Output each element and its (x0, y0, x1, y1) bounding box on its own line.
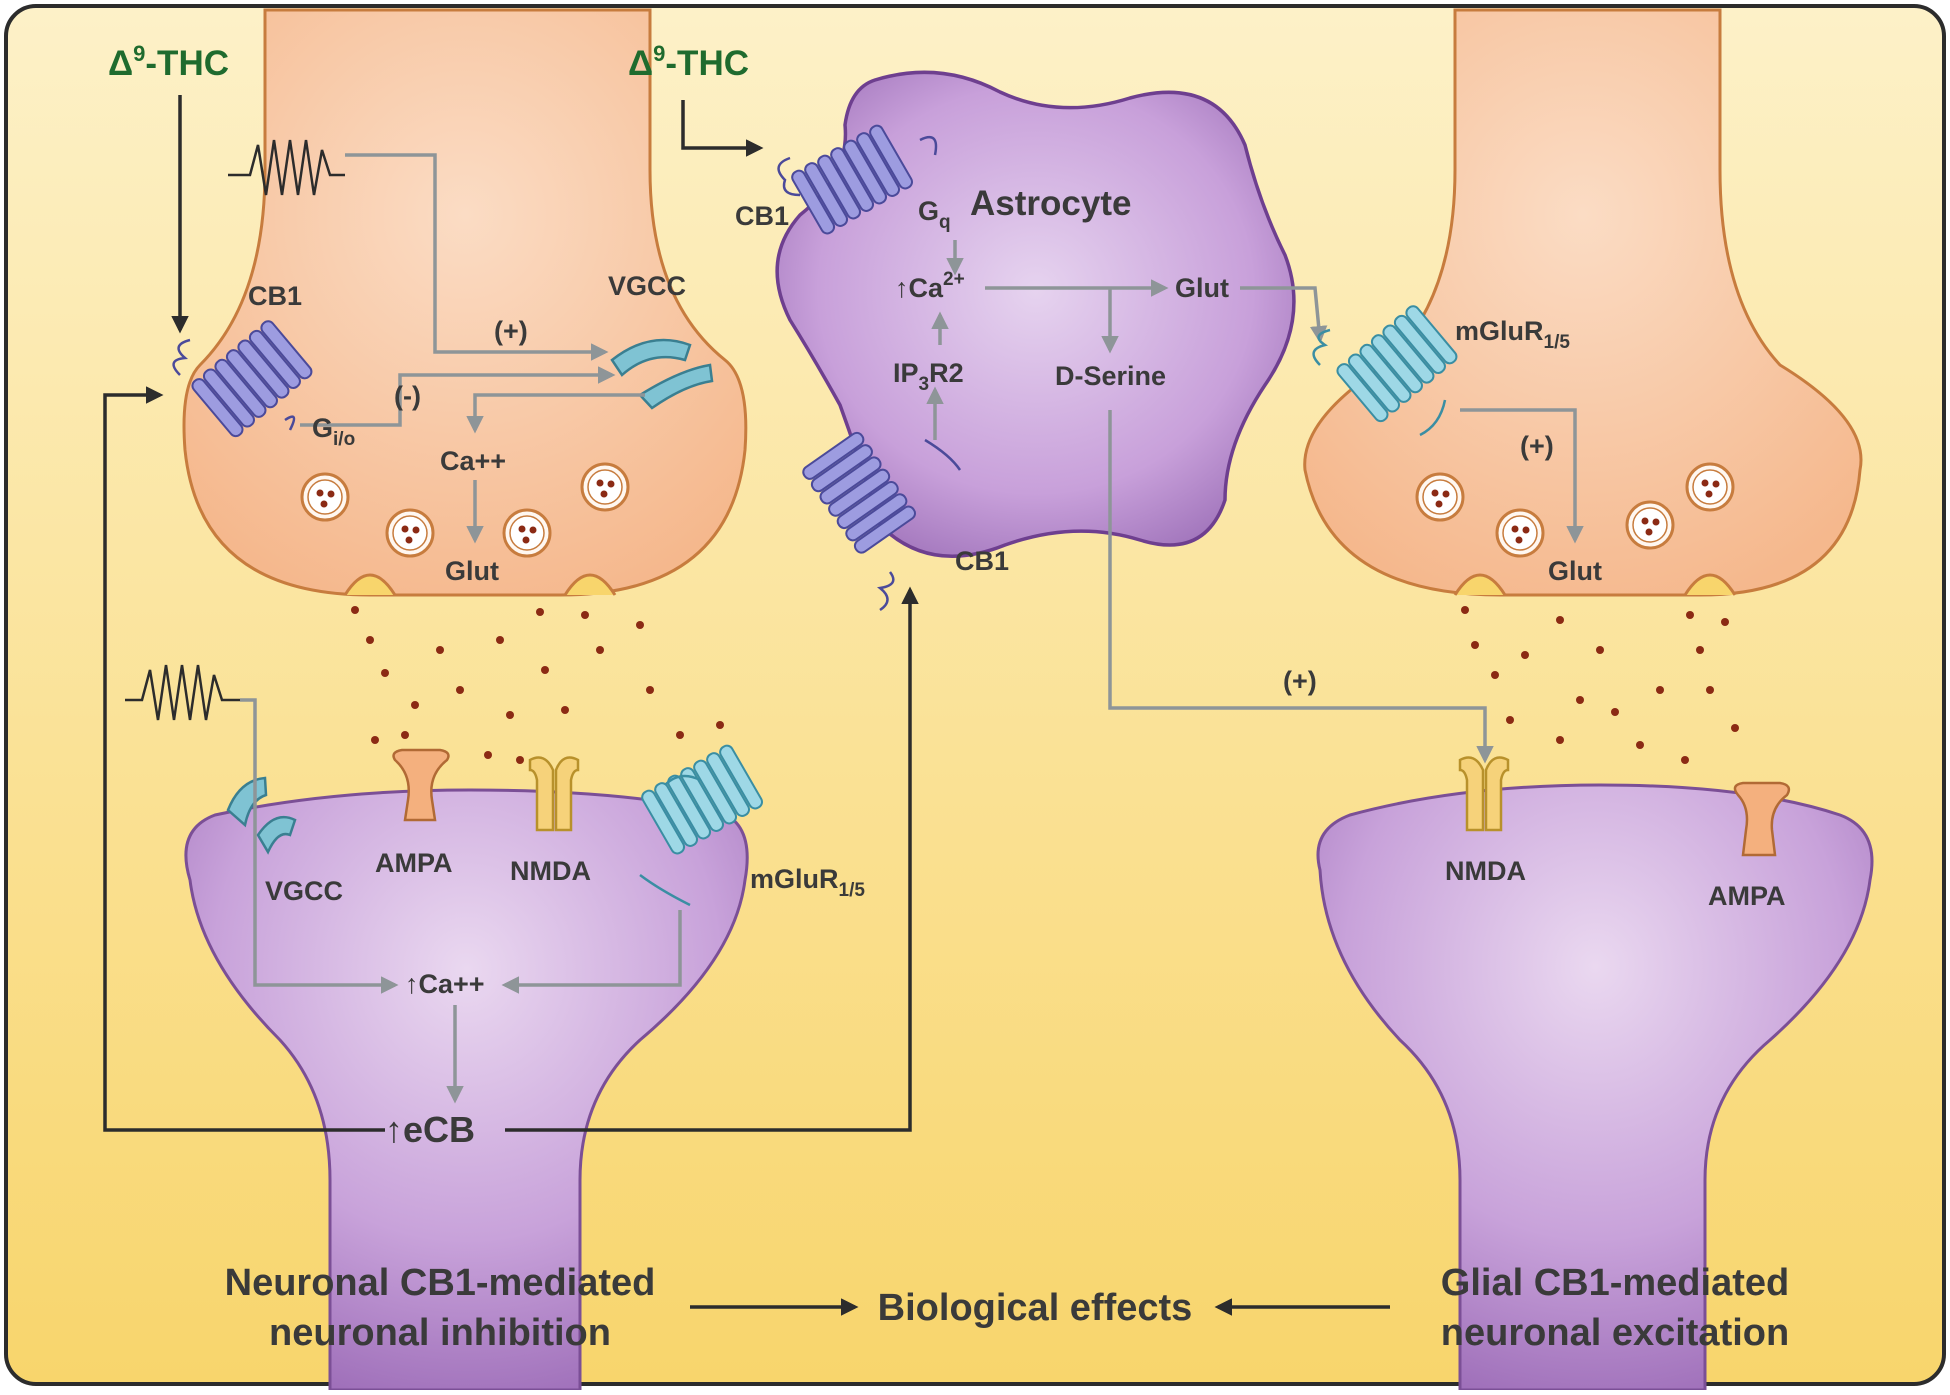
plus-label: (+) (494, 316, 528, 346)
release-pore (1453, 573, 1507, 596)
astrocyte-ecb-arrow (505, 586, 919, 1132)
nmda-receptor-icon (1458, 756, 1510, 832)
glutamate-dots-left (351, 606, 724, 764)
glial-excitation-label: neuronal excitation (1441, 1312, 1789, 1354)
astrocyte-label: Astrocyte (970, 184, 1131, 223)
nmda-label: NMDA (1445, 856, 1526, 886)
calcium-rise-label: ↑Ca2+ (895, 269, 965, 303)
synaptic-vesicle-icon (1625, 500, 1675, 550)
thc-arrow-right (681, 100, 764, 157)
ampa-receptor-icon (392, 748, 450, 822)
astro-glut-release-arrow (1240, 286, 1328, 344)
synaptic-vesicle-icon (502, 508, 552, 558)
glutamate-label: Glut (445, 556, 499, 586)
dserine-nmda-arrow (1108, 410, 1494, 764)
nmda-receptor-icon (528, 756, 580, 832)
calcium-label: Ca++ (440, 446, 506, 476)
neuronal-inhibition-label: neuronal inhibition (269, 1312, 611, 1354)
synaptic-vesicle-icon (385, 508, 435, 558)
inhibition-arrow (300, 366, 616, 427)
synaptic-vesicle-icon (1415, 472, 1465, 522)
action-potential-icon (228, 139, 345, 196)
nmda-label: NMDA (510, 856, 591, 886)
action-potential-icon (125, 664, 240, 721)
postsynaptic-spine-left (184, 788, 749, 1392)
depolarization-arrow (240, 698, 399, 994)
vgcc-label: VGCC (265, 876, 343, 906)
mglur-label: mGluR1/5 (750, 864, 865, 901)
mglur-label: mGluR1/5 (1455, 316, 1570, 353)
plus-label: (+) (1520, 431, 1554, 461)
gio-label: Gi/o (312, 413, 355, 450)
ip3r2-label: IP3R2 (893, 358, 964, 395)
astrocyte-cell (775, 70, 1296, 558)
mglur-calcium-arrow (501, 910, 682, 994)
gq-label: Gq (918, 196, 951, 233)
thc-label-right: Δ9-THC (628, 41, 749, 83)
glutamate-label: Glut (1548, 556, 1602, 586)
mglur-release-arrow (1460, 408, 1584, 544)
synaptic-vesicle-icon (300, 472, 350, 522)
ecb-label: ↑eCB (385, 1109, 475, 1150)
biological-effects-label: Biological effects (878, 1287, 1193, 1329)
calcium-influx-arrow (466, 393, 645, 434)
ampa-receptor-icon (1733, 781, 1791, 857)
calcium-rise-label: ↑Ca++ (405, 969, 485, 999)
cb1-label: CB1 (248, 281, 302, 311)
stimulation-arrow (345, 153, 609, 361)
cb1-label: CB1 (735, 201, 789, 231)
release-pore (343, 573, 397, 596)
glial-excitation-label: Glial CB1-mediated (1441, 1262, 1789, 1304)
plus-label: (+) (1283, 666, 1317, 696)
release-pore (1683, 573, 1737, 596)
synaptic-vesicle-icon (1495, 508, 1545, 558)
vgcc-channel-icon (610, 338, 714, 410)
synaptic-vesicle-icon (580, 462, 630, 512)
synaptic-vesicle-icon (1685, 462, 1735, 512)
glutamate-label: Glut (1175, 273, 1229, 303)
ampa-label: AMPA (375, 848, 453, 878)
release-pore (563, 573, 617, 596)
cb1-label: CB1 (955, 546, 1009, 576)
retrograde-ecb-arrow (103, 386, 385, 1132)
minus-label: (-) (394, 381, 421, 411)
glutamate-dots-right (1461, 606, 1739, 764)
dserine-label: D-Serine (1055, 361, 1166, 391)
ampa-label: AMPA (1708, 881, 1786, 911)
thc-label-left: Δ9-THC (108, 41, 229, 83)
vgcc-label: VGCC (608, 271, 686, 301)
neuronal-inhibition-label: Neuronal CB1-mediated (225, 1262, 656, 1304)
